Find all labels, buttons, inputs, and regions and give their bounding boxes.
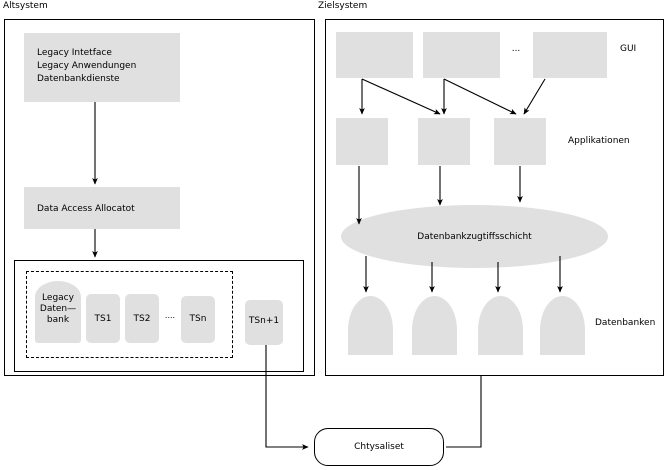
datenbankzugriffsschicht-label: Datenbankzugtiffsschicht (417, 231, 532, 242)
legacy-interface-line1: Legacy Intetface (37, 48, 112, 58)
legacy-database-text: Legacy Daten— bank (39, 293, 77, 325)
label-gui: GUI (620, 44, 637, 54)
connector-zielsystem-chrysalis (446, 376, 482, 448)
label-datenbanken: Datenbanken (595, 318, 656, 328)
title-altsystem: Altsystem (3, 1, 48, 11)
data-access-allocator-box (24, 187, 180, 229)
ts1-label: TS1 (94, 314, 112, 324)
ts1-box (86, 294, 120, 343)
chrysalis-label: Chtysaliset (354, 442, 404, 452)
database-shape-4 (540, 296, 585, 355)
database-shape-1 (348, 296, 393, 355)
application-box-2 (418, 118, 470, 165)
ts2-box (125, 294, 159, 343)
gui-box-1 (336, 32, 413, 78)
legacy-interface-line3: Datenbankdienste (37, 74, 120, 84)
tsn-label: TSn (189, 314, 207, 324)
ts-group-dashed-border (26, 271, 233, 358)
legacy-database-label: Legacy Daten— bank (35, 293, 81, 326)
legacy-database-shape (35, 281, 81, 343)
label-applikationen: Applikationen (568, 136, 630, 146)
tsn-plus-1-label: TSn+1 (248, 316, 280, 326)
data-access-allocator-label: Data Access Allocatot (37, 204, 135, 214)
gui-ellipsis: ... (511, 44, 521, 54)
database-shape-3 (478, 296, 523, 355)
gui-box-2 (423, 32, 500, 78)
legacy-interface-line2: Legacy Anwendungen (37, 61, 137, 71)
title-zielsystem: Zielsystem (318, 1, 368, 11)
ts2-label: TS2 (133, 314, 151, 324)
gui-box-3 (533, 32, 607, 78)
tsn-box (181, 296, 215, 343)
application-box-1 (336, 118, 388, 165)
database-shape-2 (412, 296, 457, 355)
chrysalis-box: Chtysaliset (314, 428, 444, 466)
tsn-plus-1-box (245, 300, 283, 345)
application-box-3 (494, 118, 546, 165)
ts-ellipsis: .... (164, 311, 176, 320)
legacy-interface-box (24, 33, 180, 102)
datenbankzugriffsschicht-ellipse: Datenbankzugtiffsschicht (341, 205, 608, 268)
